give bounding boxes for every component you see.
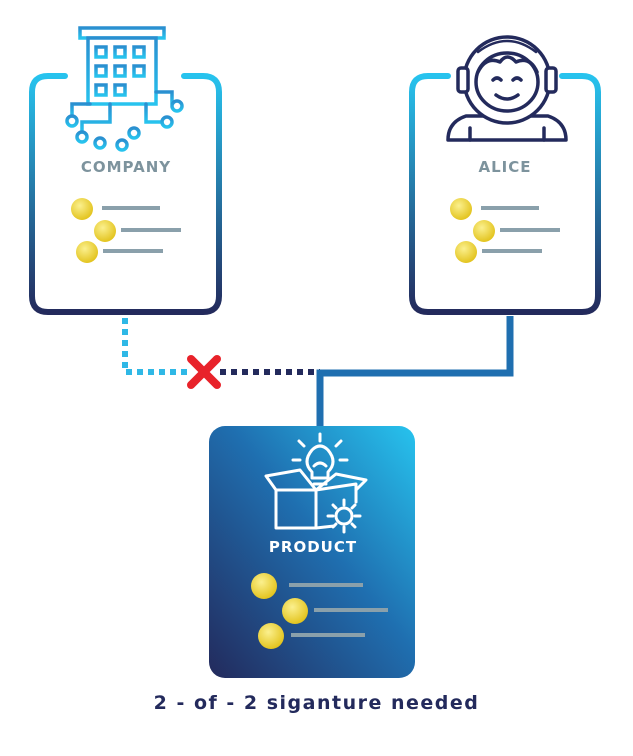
red-x-icon — [187, 355, 221, 389]
alice-signature-list — [450, 198, 560, 263]
astronaut-icon — [446, 35, 568, 142]
coin-icon — [450, 198, 472, 220]
coin-icon — [473, 220, 495, 242]
product-signature-list — [251, 573, 388, 649]
product-card: PRODUCT — [209, 426, 415, 678]
caption: 2 - of - 2 siganture needed — [153, 692, 480, 714]
company-card: COMPANY — [29, 26, 222, 315]
coin-icon — [71, 198, 93, 220]
coin-icon — [76, 241, 98, 263]
alice-label: ALICE — [478, 158, 531, 176]
building-circuit-icon — [65, 26, 184, 152]
company-label: COMPANY — [81, 158, 171, 176]
product-card-panel — [209, 426, 415, 678]
product-label: PRODUCT — [269, 538, 357, 556]
alice-card: ALICE — [409, 35, 601, 315]
coin-icon — [282, 598, 308, 624]
connector-company — [122, 318, 320, 375]
coin-icon — [94, 220, 116, 242]
company-card-frame — [29, 73, 222, 315]
connector-alice — [316, 316, 514, 430]
company-signature-list — [71, 198, 181, 263]
coin-icon — [251, 573, 277, 599]
coin-icon — [258, 623, 284, 649]
coin-icon — [455, 241, 477, 263]
box-lightbulb-gear-icon — [264, 432, 368, 534]
